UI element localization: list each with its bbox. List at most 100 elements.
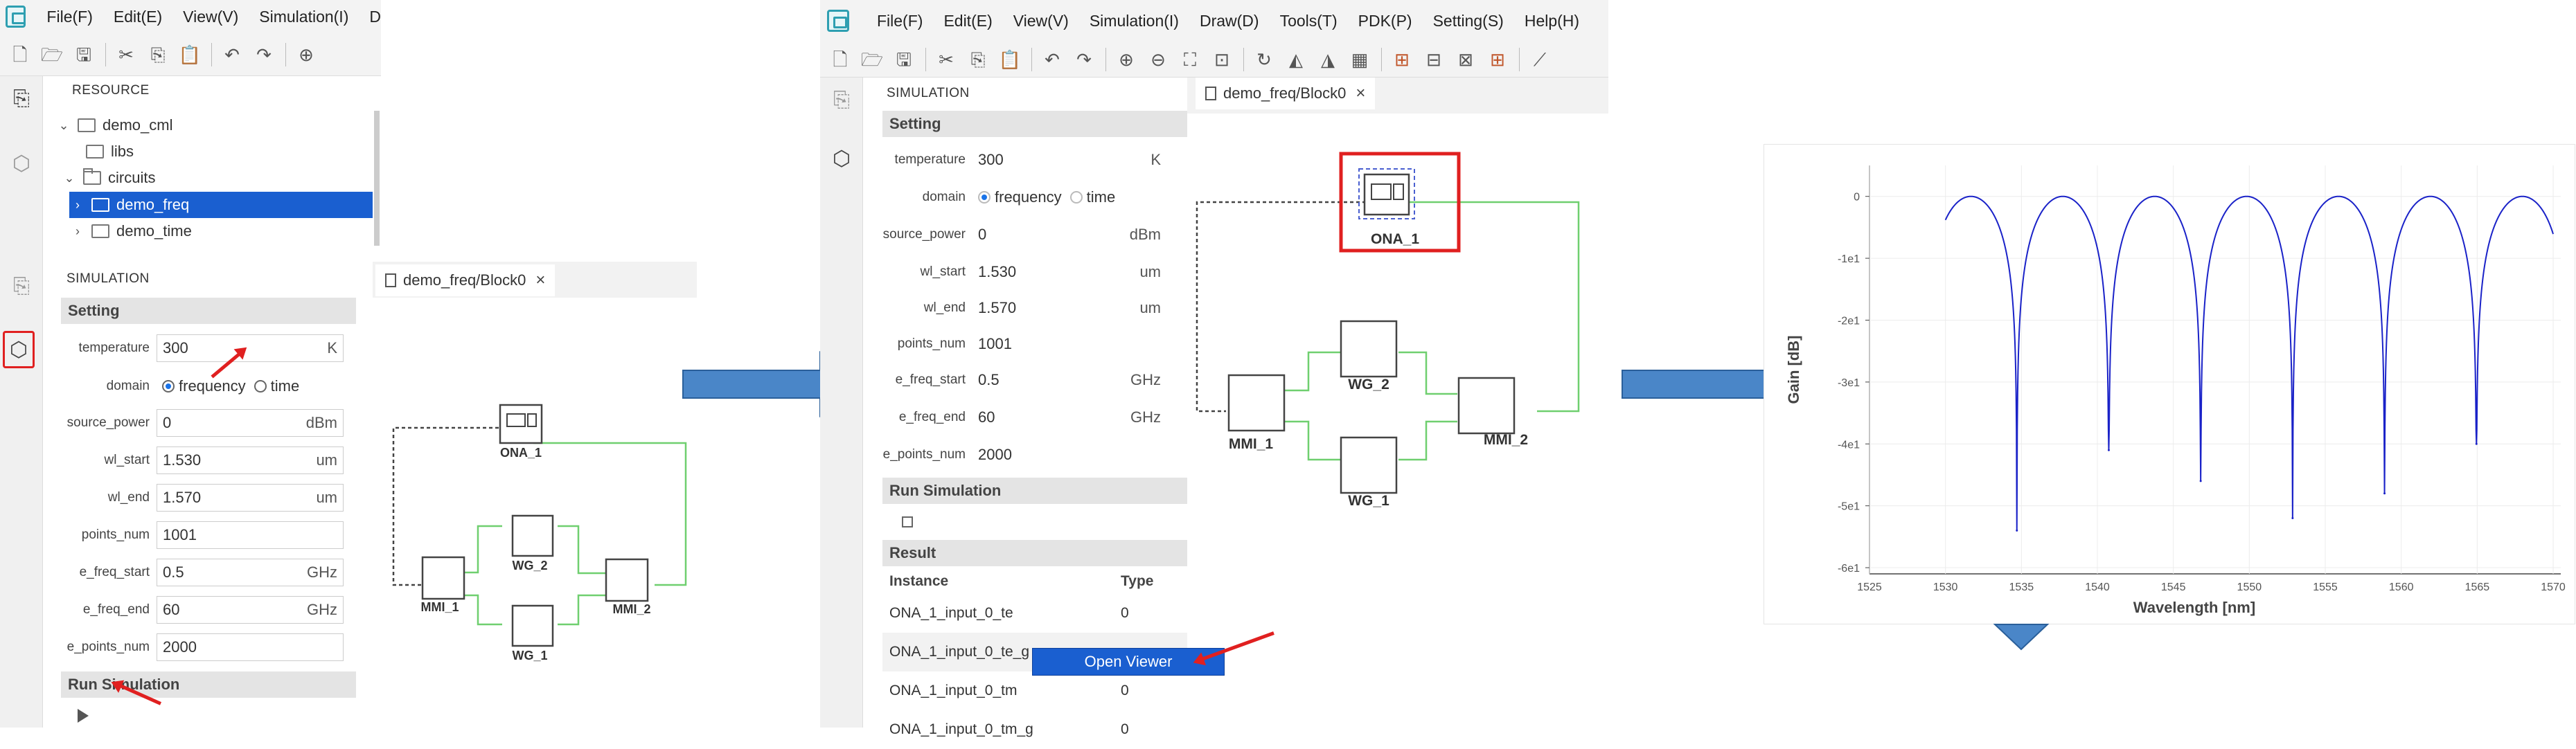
rotate-icon[interactable]: ↻ bbox=[1256, 48, 1272, 70]
field-label: source_power bbox=[66, 415, 150, 430]
close-icon[interactable]: × bbox=[535, 271, 546, 289]
copy-icon[interactable]: ⎘ bbox=[970, 48, 986, 70]
dropdown-triangle-icon[interactable] bbox=[1993, 623, 2050, 651]
wire-icon[interactable]: ⟋ bbox=[1533, 48, 1547, 70]
zoom-select-icon[interactable]: ⊡ bbox=[1214, 48, 1229, 70]
x-tick-label: 1560 bbox=[2389, 581, 2414, 593]
cube-icon[interactable]: ⬡ bbox=[12, 152, 31, 175]
tree-item-demo-cml[interactable]: ⌄demo_cml bbox=[55, 112, 374, 138]
time-radio[interactable] bbox=[1069, 191, 1083, 204]
close-icon[interactable]: × bbox=[1356, 84, 1366, 102]
menu-tools[interactable]: Tools(T) bbox=[1279, 11, 1338, 30]
field-value: 0 bbox=[978, 226, 987, 243]
menu-view[interactable]: View(V) bbox=[1013, 11, 1069, 30]
frequency-radio[interactable] bbox=[162, 380, 175, 392]
menu-simulation[interactable]: Simulation(I) bbox=[1089, 11, 1179, 30]
scrollbar[interactable] bbox=[374, 111, 380, 246]
y-tick-label: -1e1 bbox=[1838, 253, 1860, 265]
files-icon[interactable]: ⎘ bbox=[833, 89, 850, 111]
chevron-down-icon: ⌄ bbox=[64, 170, 75, 185]
zoom-in-icon[interactable]: ⊕ bbox=[299, 44, 314, 65]
frequency-radio[interactable] bbox=[978, 191, 991, 204]
menu-edit[interactable]: Edit(E) bbox=[943, 11, 993, 30]
run-play-icon[interactable] bbox=[78, 709, 89, 723]
zoom-in-icon[interactable]: ⊕ bbox=[1119, 48, 1134, 70]
redo-icon[interactable]: ↷ bbox=[256, 44, 272, 65]
new-file-icon[interactable]: 🗋 bbox=[12, 44, 28, 65]
menu-draw[interactable]: Draw(D) bbox=[1199, 11, 1259, 30]
open-folder-icon[interactable]: 🗁 bbox=[860, 48, 884, 70]
menu-file[interactable]: File(F) bbox=[46, 7, 93, 26]
menu-draw[interactable]: D bbox=[369, 7, 381, 26]
mirror-icon[interactable]: ◮ bbox=[1321, 48, 1335, 70]
tree-item-libs[interactable]: libs bbox=[86, 138, 374, 165]
zoom-fit-icon[interactable]: ⛶ bbox=[1183, 48, 1197, 70]
new-file-icon[interactable]: 🗋 bbox=[833, 48, 848, 70]
open-folder-icon[interactable]: 🗁 bbox=[40, 44, 64, 65]
files-icon[interactable]: ⎘ bbox=[13, 275, 30, 298]
menu-file[interactable]: File(F) bbox=[877, 11, 923, 30]
redo-icon[interactable]: ↷ bbox=[1076, 48, 1092, 70]
component-d-icon[interactable]: ⊞ bbox=[1490, 48, 1505, 70]
menu-edit[interactable]: Edit(E) bbox=[113, 7, 163, 26]
cut-icon[interactable]: ✂ bbox=[118, 44, 134, 65]
component-b-icon[interactable]: ⊟ bbox=[1426, 48, 1441, 70]
grid-icon[interactable]: ▦ bbox=[1351, 48, 1369, 70]
radio-label: time bbox=[1086, 188, 1116, 206]
menu-help[interactable]: Help(H) bbox=[1524, 11, 1580, 30]
y-tick-label: -4e1 bbox=[1838, 439, 1860, 451]
paste-icon[interactable]: 📋 bbox=[178, 44, 202, 65]
copy-icon[interactable]: ⎘ bbox=[150, 44, 166, 65]
menu-setting[interactable]: Setting(S) bbox=[1432, 11, 1504, 30]
paste-icon[interactable]: 📋 bbox=[998, 48, 1022, 70]
menu-view[interactable]: View(V) bbox=[183, 7, 239, 26]
save-icon[interactable]: 🖫 bbox=[75, 44, 92, 65]
toolbar-divider bbox=[211, 42, 212, 66]
points-num-input[interactable]: 1001 bbox=[157, 521, 344, 549]
zoom-out-icon[interactable]: ⊖ bbox=[1151, 48, 1166, 70]
tree-item-demo-freq[interactable]: ›demo_freq bbox=[69, 192, 373, 218]
undo-icon[interactable]: ↶ bbox=[224, 44, 240, 65]
mmi2-label: MMI_2 bbox=[612, 602, 650, 616]
folder-icon bbox=[86, 145, 104, 159]
cut-icon[interactable]: ✂ bbox=[939, 48, 954, 70]
flip-icon[interactable]: ◭ bbox=[1289, 48, 1303, 70]
files-icon[interactable]: ⎘ bbox=[13, 87, 30, 110]
cube-icon[interactable]: ⬡ bbox=[3, 331, 35, 368]
undo-icon[interactable]: ↶ bbox=[1045, 48, 1060, 70]
field-value: 2000 bbox=[163, 638, 197, 656]
time-radio[interactable] bbox=[254, 380, 267, 392]
component-c-icon[interactable]: ⊠ bbox=[1458, 48, 1473, 70]
field-label: source_power bbox=[882, 227, 966, 242]
menu-pdk[interactable]: PDK(P) bbox=[1358, 11, 1412, 30]
x-tick-label: 1570 bbox=[2541, 581, 2566, 593]
run-checkbox[interactable] bbox=[902, 516, 913, 527]
e-points-num-input[interactable]: 2000 bbox=[972, 441, 1166, 469]
cube-icon[interactable]: ⬡ bbox=[832, 147, 851, 170]
e-points-num-input[interactable]: 2000 bbox=[157, 633, 344, 661]
tree-item-demo-time[interactable]: ›demo_time bbox=[69, 218, 373, 244]
tab-demo-freq-block0[interactable]: demo_freq/Block0× bbox=[375, 264, 556, 296]
save-icon[interactable]: 🖫 bbox=[896, 48, 912, 70]
points-num-input[interactable]: 1001 bbox=[972, 330, 1166, 358]
tree-item-circuits[interactable]: ⌄circuits bbox=[61, 165, 374, 191]
tab-demo-freq-block0[interactable]: demo_freq/Block0× bbox=[1196, 78, 1376, 109]
menu-simulation[interactable]: Simulation(I) bbox=[259, 7, 349, 26]
component-a-icon[interactable]: ⊞ bbox=[1394, 48, 1410, 70]
